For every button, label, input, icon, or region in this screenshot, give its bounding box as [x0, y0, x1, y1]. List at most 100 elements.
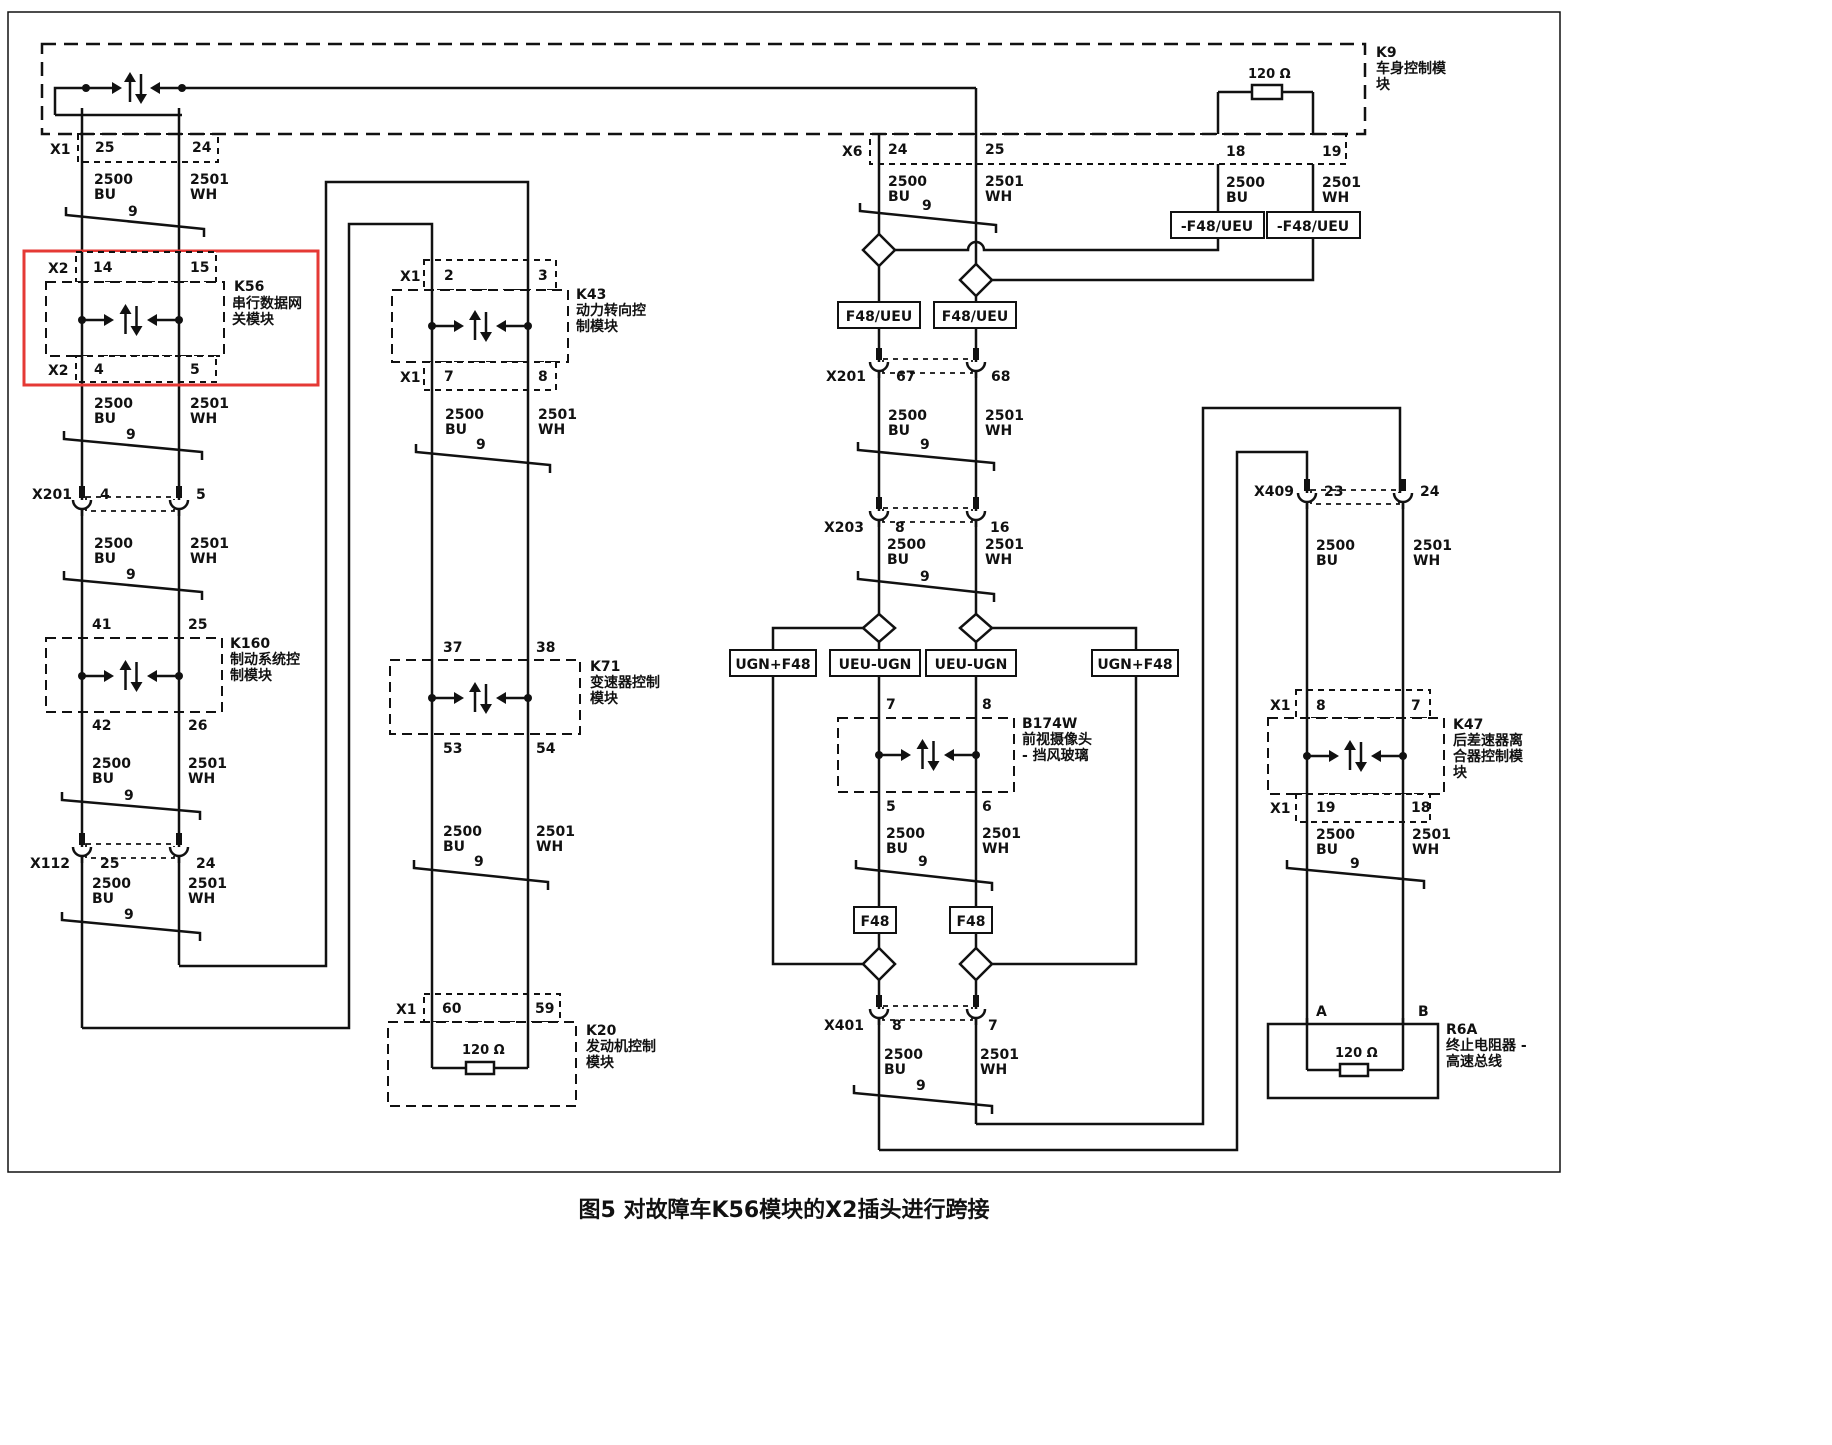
connector-socket	[1296, 492, 1318, 504]
k9-x6-wiring	[877, 134, 1315, 302]
x409-id: X409	[1254, 484, 1294, 500]
wire-number-bu: 2500	[92, 756, 131, 772]
connector-pin	[79, 833, 85, 845]
k20-resistor	[464, 1060, 496, 1076]
wire-number-wh: 2501	[190, 396, 229, 412]
x201-right-pin-67: 67	[896, 369, 915, 385]
arrow-left-icon	[147, 670, 157, 682]
wire-color-bu: BU	[887, 552, 909, 568]
splice-diamond	[958, 612, 994, 644]
twist-count: 9	[474, 854, 484, 870]
connector-socket	[868, 361, 890, 373]
k43-x1-bottom-connector	[423, 361, 557, 391]
b174w-pin-8: 8	[982, 697, 992, 713]
wire-color-bu: BU	[888, 189, 910, 205]
twist-count: 9	[126, 427, 136, 443]
option-ueu-ugn-1: UEU-UGN	[829, 649, 921, 677]
k47-pin-19: 19	[1316, 800, 1335, 816]
twist-count: 9	[920, 569, 930, 585]
twist-count: 9	[916, 1078, 926, 1094]
k56-name-line2: 关模块	[232, 311, 275, 328]
x201-left-pin-4: 4	[100, 487, 110, 503]
k20-resistor-value: 120 Ω	[462, 1043, 505, 1058]
k9-id: K9	[1376, 45, 1397, 61]
wire-color-wh: WH	[188, 891, 215, 907]
wire-number-wh: 2501	[190, 172, 229, 188]
k160-id: K160	[230, 636, 270, 652]
transceiver-icon	[875, 739, 980, 771]
option-neg-f48-ueu-1: -F48/UEU	[1170, 211, 1265, 239]
k71-pin-54: 54	[536, 741, 556, 757]
connector-pin	[876, 995, 882, 1007]
k47-conn-x1-bottom: X1	[1270, 801, 1291, 817]
wire-bu-to-x409	[879, 450, 1309, 1152]
wire-color-bu: BU	[443, 839, 465, 855]
wire-color-wh: WH	[188, 771, 215, 787]
x201-left-id: X201	[32, 487, 72, 503]
wire-bu-ugn-f48	[771, 626, 863, 966]
k56-pin-15: 15	[190, 260, 209, 276]
r6a-module-box	[1266, 1022, 1440, 1100]
k47-conn-x1-top: X1	[1270, 698, 1291, 714]
transceiver-icon	[428, 310, 532, 342]
transceiver-icon	[428, 682, 532, 714]
k43-id: K43	[576, 287, 606, 303]
transceiver-icon	[1303, 740, 1407, 772]
r6a-resistor-value: 120 Ω	[1335, 1046, 1378, 1061]
connector-socket	[868, 510, 890, 522]
x409-pin-24: 24	[1420, 484, 1440, 500]
k56-conn-x2-top: X2	[48, 261, 69, 277]
k43-x1-top-connector	[423, 259, 557, 291]
socket-layer	[71, 348, 1414, 1025]
k43-conn-x1-bottom: X1	[400, 370, 421, 386]
k20-name-line2: 模块	[586, 1054, 615, 1071]
wire-wh-loop	[179, 180, 530, 1068]
wire-color-wh: WH	[190, 411, 217, 427]
arrow-down-icon	[130, 326, 143, 336]
arrow-right-icon	[454, 320, 464, 332]
x203-pin-8: 8	[895, 520, 905, 536]
k9-internal-bus	[53, 86, 86, 115]
arrow-right-icon	[104, 670, 114, 682]
k20-id: K20	[586, 1023, 617, 1039]
connector-socket	[1392, 492, 1414, 504]
k9-x6-pin-24: 24	[888, 142, 908, 158]
arrow-down-icon	[480, 704, 492, 714]
splice-diamond	[861, 612, 897, 644]
r6a-name-line1: 终止电阻器 -	[1446, 1037, 1527, 1054]
k9-module: K9 车身控制模 块 X1 25 24 X6 24 25 18 19 120 Ω	[40, 42, 1447, 165]
k160-name-line2: 制模块	[230, 667, 273, 684]
option-label: -F48/UEU	[1277, 219, 1349, 235]
x401-id: X401	[824, 1018, 864, 1034]
k47-id: K47	[1453, 717, 1483, 733]
wire-number-wh: 2501	[538, 407, 577, 423]
x203-pin-16: 16	[990, 520, 1009, 536]
k71-id: K71	[590, 659, 620, 675]
wire-color-wh: WH	[536, 839, 563, 855]
k9-pin-25: 25	[95, 140, 114, 156]
k9-x6-connector	[869, 133, 1347, 165]
arrow-right-icon	[901, 749, 911, 761]
twist-count: 9	[126, 567, 136, 583]
connector-pin	[973, 348, 979, 360]
arrow-down-icon	[927, 761, 940, 771]
twisted-pair-marker	[412, 860, 550, 890]
x401-pin-7: 7	[988, 1018, 998, 1034]
arrow-down-icon	[130, 682, 143, 692]
k71-pin-38: 38	[536, 640, 555, 656]
connector-pin	[176, 486, 182, 498]
wire-wh-to-x409	[976, 406, 1402, 1126]
wire-number-bu: 2500	[443, 824, 482, 840]
x201-left-pin-5: 5	[196, 487, 206, 503]
k47-pin-8: 8	[1316, 698, 1326, 714]
wire-number-wh: 2501	[982, 826, 1021, 842]
wire-number-wh: 2501	[985, 408, 1024, 424]
twisted-pair-marker	[62, 431, 204, 460]
k20-name-line1: 发动机控制	[585, 1038, 656, 1055]
option-f48-ueu-1: F48/UEU	[837, 301, 921, 329]
b174w-module-box	[837, 717, 1015, 793]
x409-pin-23: 23	[1324, 484, 1343, 500]
option-label: UGN+F48	[1097, 657, 1172, 673]
k56-conn-x2-bottom: X2	[48, 363, 69, 379]
wiring-diagram: K9 车身控制模 块 X1 25 24 X6 24 25 18 19 120 Ω	[7, 11, 1561, 1173]
